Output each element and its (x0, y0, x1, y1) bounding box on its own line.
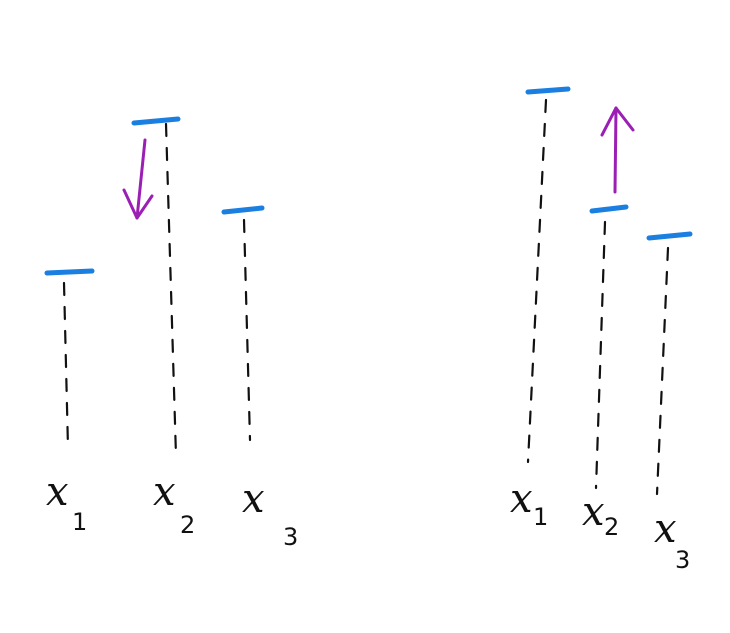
right-bar-2-subscript: 2 (604, 513, 619, 541)
right-bar-1-label: x (510, 476, 533, 522)
left-bar-1-stem (62, 281, 70, 450)
right-bar-3: x 3 (646, 231, 693, 574)
arrow-down-icon (122, 138, 154, 220)
right-bar-2-cap (589, 204, 629, 214)
left-bar-1-cap (44, 268, 95, 276)
left-panel: x 1 x 2 x 3 (44, 116, 298, 551)
arrow-up-icon (600, 106, 635, 194)
right-bar-3-stem (655, 246, 670, 496)
left-bar-3-subscript: 3 (283, 523, 298, 551)
left-bar-1-label: x (46, 469, 69, 515)
left-bar-2-label: x (153, 469, 176, 515)
right-bar-1: x 1 (510, 86, 571, 531)
left-bar-1: x 1 (44, 268, 95, 536)
right-bar-3-subscript: 3 (675, 546, 690, 574)
left-bar-1-subscript: 1 (72, 508, 87, 536)
left-bar-3: x 3 (221, 205, 298, 551)
left-bar-2-stem (164, 122, 178, 458)
left-bar-2: x 2 (131, 116, 195, 539)
right-panel: x 1 x 2 x 3 (510, 86, 693, 574)
right-bar-2: x 2 (582, 204, 629, 541)
left-bar-3-stem (242, 218, 252, 442)
left-bar-3-cap (221, 205, 265, 215)
right-bar-1-stem (526, 98, 548, 464)
left-bar-2-subscript: 2 (180, 511, 195, 539)
right-bar-1-cap (525, 86, 571, 95)
right-bar-3-label: x (654, 506, 677, 552)
right-bar-2-stem (594, 220, 607, 490)
right-bar-2-label: x (582, 489, 605, 535)
right-bar-1-subscript: 1 (533, 503, 548, 531)
left-bar-2-cap (131, 116, 181, 126)
left-bar-3-label: x (242, 476, 265, 522)
right-bar-3-cap (646, 231, 693, 241)
